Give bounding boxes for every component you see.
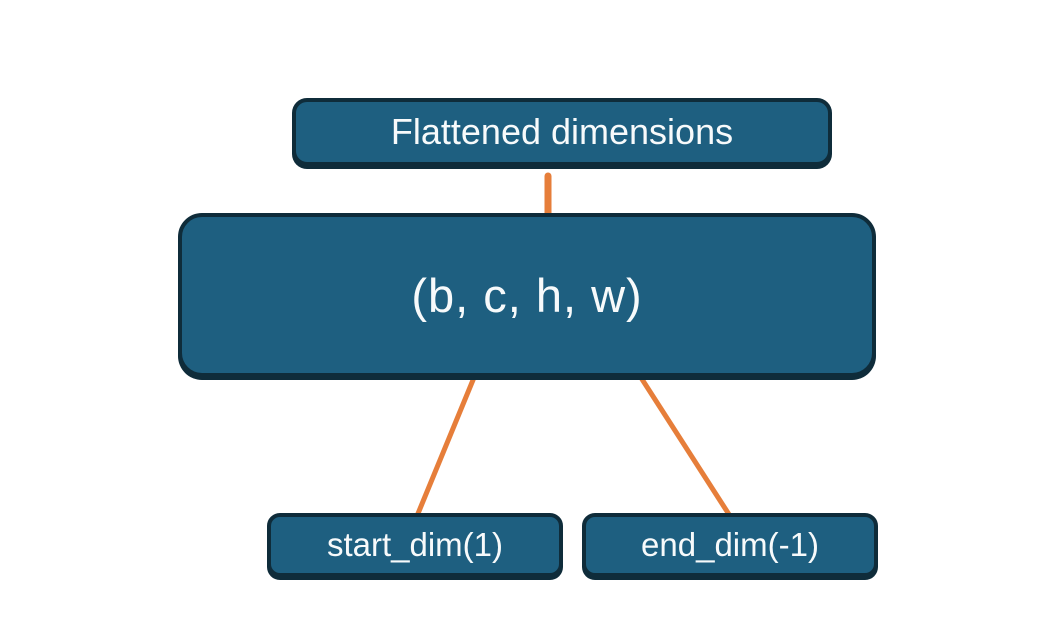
tensor-shape-box: (b, c, h, w) [178,213,876,377]
start-dim-box: start_dim(1) [267,513,563,577]
tensor-shape-label: (b, c, h, w) [411,268,643,322]
end-dim-box: end_dim(-1) [582,513,878,577]
flattened-dimensions-box: Flattened dimensions [292,98,832,166]
flattened-dimensions-label: Flattened dimensions [390,111,734,152]
end-dim-label: end_dim(-1) [641,526,819,563]
start-dim-label: start_dim(1) [326,526,504,563]
